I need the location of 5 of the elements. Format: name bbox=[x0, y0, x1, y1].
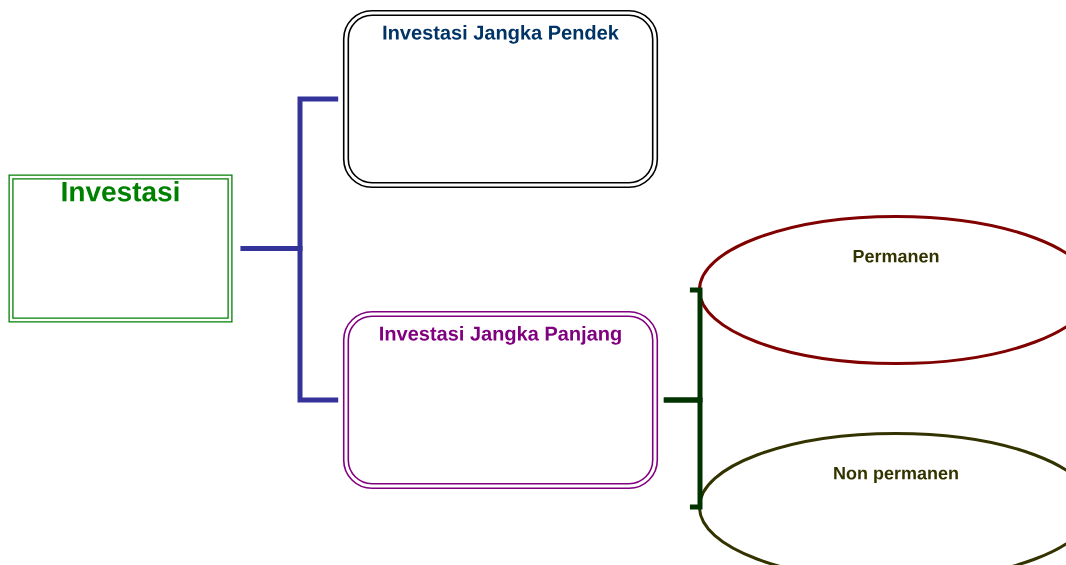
concept-box: Investasi bbox=[8, 174, 233, 323]
rounded-box: Investasi Jangka Panjang bbox=[342, 310, 659, 490]
rounded-box: Investasi Jangka Pendek bbox=[342, 9, 659, 189]
bracket-connector bbox=[240, 246, 339, 403]
bracket-connector bbox=[663, 397, 703, 510]
